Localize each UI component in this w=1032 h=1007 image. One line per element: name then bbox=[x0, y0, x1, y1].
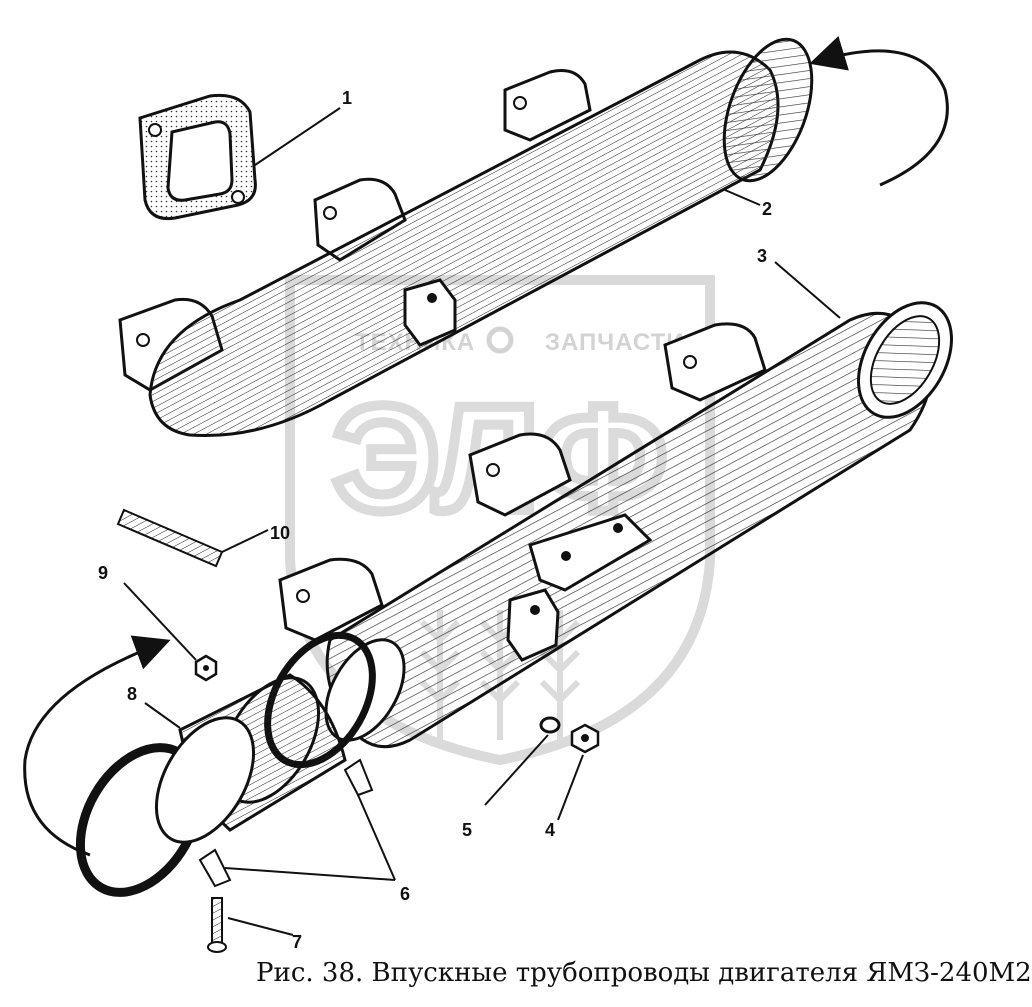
figure-caption: Рис. 38. Впускные трубопроводы двигателя… bbox=[256, 958, 1032, 988]
leader-lines bbox=[123, 107, 841, 936]
callout-5: 5 bbox=[462, 820, 472, 840]
callout-3: 3 bbox=[757, 246, 767, 266]
bolt-part-7 bbox=[207, 897, 227, 953]
washer-part-5 bbox=[539, 716, 561, 734]
callout-2: 2 bbox=[762, 199, 772, 219]
nut-part-9 bbox=[194, 654, 218, 682]
callout-4: 4 bbox=[545, 820, 555, 840]
callout-7: 7 bbox=[292, 932, 302, 952]
flow-arrow-bottom bbox=[23, 635, 171, 857]
stud-part-10 bbox=[116, 508, 224, 568]
nut-part-4 bbox=[570, 723, 600, 754]
watermark-right-text: ЗАПЧАСТИ bbox=[545, 329, 685, 356]
callout-8: 8 bbox=[127, 684, 137, 704]
gasket-part-1 bbox=[138, 93, 257, 221]
callout-9: 9 bbox=[98, 563, 108, 583]
manifold-part-2 bbox=[118, 37, 814, 438]
callout-6: 6 bbox=[400, 884, 410, 904]
manifold-part-3 bbox=[278, 301, 953, 749]
hose-part-8 bbox=[154, 673, 347, 844]
watermark-gear-icon bbox=[486, 326, 514, 354]
callout-1: 1 bbox=[342, 88, 352, 108]
flow-arrow-top bbox=[809, 36, 949, 187]
diagram-canvas: ТЕХНИКА ЗАПЧАСТИ ЭЛФ bbox=[23, 36, 953, 953]
callout-10: 10 bbox=[270, 523, 290, 543]
